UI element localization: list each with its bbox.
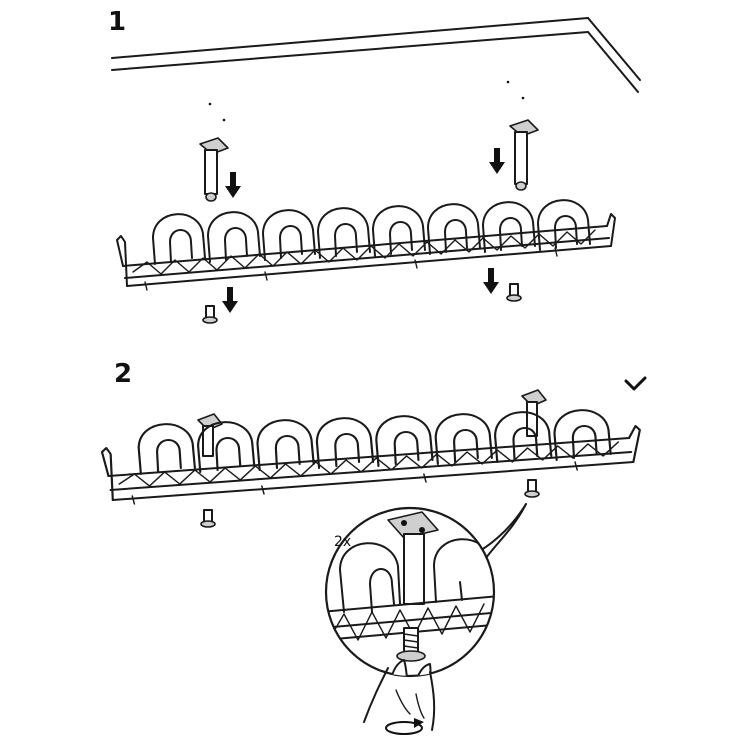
step-2: 2	[100, 359, 647, 735]
mounting-bracket-right	[509, 119, 539, 191]
arrow-down-icon	[225, 172, 241, 198]
mounting-bracket-left	[199, 137, 229, 202]
checkmark-icon	[624, 376, 647, 391]
cable-tray-step-1	[116, 199, 616, 291]
screw-left	[200, 509, 216, 528]
ceiling-surface	[111, 17, 641, 93]
zoom-detail: 2x	[324, 506, 496, 678]
step-1-number: 1	[108, 7, 126, 37]
drill-marks	[208, 80, 525, 122]
tray-assembly-1	[116, 199, 616, 291]
quantity-label: 2x	[334, 534, 351, 550]
screw-left	[202, 305, 218, 324]
rotate-clockwise-icon	[385, 718, 424, 735]
step-1: 1	[108, 7, 641, 324]
hand-illustration	[363, 667, 436, 731]
screw-right	[524, 479, 540, 498]
screw-right	[506, 283, 522, 302]
mounting-bracket-right	[521, 389, 547, 437]
cable-tray-step-2	[100, 409, 641, 505]
arrow-down-icon	[222, 287, 238, 313]
arrow-down-icon	[483, 268, 499, 294]
mounting-bracket-left	[197, 413, 223, 457]
arrow-down-icon	[489, 148, 505, 174]
step-2-number: 2	[114, 359, 132, 389]
tray-assembly-2	[100, 409, 641, 505]
